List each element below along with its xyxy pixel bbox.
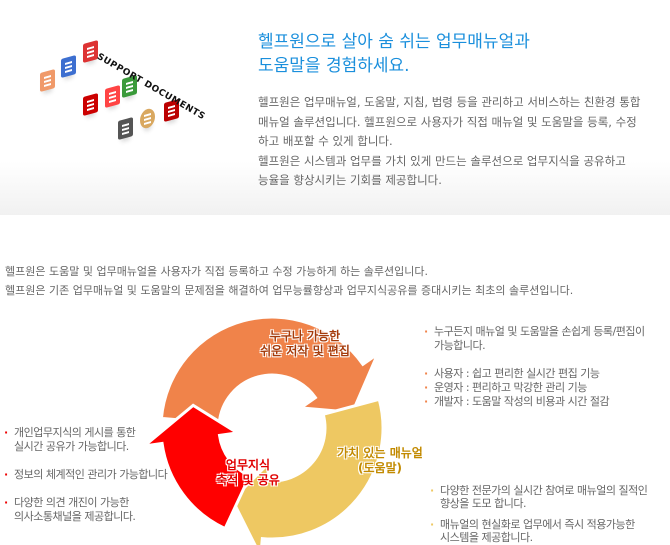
note-item: ·개발자 : 도움말 작성의 비용과 시간 절감 xyxy=(424,395,610,408)
desc-line: 능율을 향상시키는 기회를 제공합니다. xyxy=(258,173,442,187)
cycle-label-top: 누구나 가능한 쉬운 저작 및 편집 xyxy=(235,329,375,359)
note-line: 사용자 : 쉽고 편리한 실시간 편집 기능 xyxy=(434,367,600,380)
desc-line: 매뉴얼 솔루션입니다. 헬프원으로 사용자가 직접 매뉴얼 및 도움말을 등록,… xyxy=(258,114,637,129)
hero-description: 헬프원은 업무매뉴얼, 도움말, 지침, 법령 등을 관리하고 서비스하는 친환… xyxy=(258,93,668,191)
intro-text: 헬프원은 도움말 및 업무매뉴얼을 사용자가 직접 등록하고 수정 가능하게 하… xyxy=(5,262,573,300)
note-line: 누구든지 매뉴얼 및 도움말을 손쉽게 등록/편집이 xyxy=(434,325,645,338)
title-line: 헬프원으로 살아 숨 쉬는 업무매뉴얼과 xyxy=(258,32,530,52)
label-line: (도움말) xyxy=(357,461,403,475)
label-line: 쉬운 저작 및 편집 xyxy=(260,344,350,358)
note-line: 실시간 공유가 가능합니다. xyxy=(14,440,129,453)
cycle-arrow-left xyxy=(139,403,252,531)
note-line: 개인업무지식의 게시를 통한 xyxy=(14,426,136,439)
desc-line: 헬프원은 시스템과 업무를 가치 있게 만드는 솔루션으로 업무지식을 공유하고 xyxy=(258,153,626,168)
note-line: 개발자 : 도움말 작성의 비용과 시간 절감 xyxy=(434,395,610,408)
cycle-label-right: 가치 있는 매뉴얼 (도움말) xyxy=(330,446,430,476)
note-line: 다양한 의견 개진이 가능한 xyxy=(14,496,129,509)
cycle-label-left: 업무지식 축적 및 공유 xyxy=(210,458,286,488)
note-line: 정보의 체계적인 관리가 가능합니다 xyxy=(14,468,168,481)
hero-banner: SUPPORT DOCUMENTS 헬프원으로 살아 숨 쉬는 업무매뉴얼과 도… xyxy=(0,0,670,215)
note-line: 의사소통채널을 제공합니다. xyxy=(14,510,136,523)
title-line: 도움말을 경험하세요. xyxy=(258,56,410,76)
note-line: 가능합니다. xyxy=(434,339,486,352)
note-line: 매뉴얼의 현실화로 업무에서 즉시 적용가능한 xyxy=(440,518,635,531)
note-line: 다양한 전문가의 실시간 참여로 매뉴얼의 질적인 xyxy=(440,484,648,497)
desc-line: 헬프원은 업무매뉴얼, 도움말, 지침, 법령 등을 관리하고 서비스하는 친환… xyxy=(258,95,641,109)
note-line: 향상을 도모 합니다. xyxy=(440,497,526,510)
cycle-arrow-top xyxy=(159,315,382,426)
desc-line: 하고 배포할 수 있게 합니다. xyxy=(258,134,393,148)
note-line: 운영자 : 편리하고 막강한 관리 기능 xyxy=(434,381,587,394)
label-line: 누구나 가능한 xyxy=(269,329,341,343)
label-line: 업무지식 xyxy=(225,458,271,472)
note-item: ·정보의 체계적인 관리가 가능합니다 xyxy=(4,468,168,481)
note-item: ·사용자 : 쉽고 편리한 실시간 편집 기능 xyxy=(424,367,600,380)
label-line: 가치 있는 매뉴얼 xyxy=(337,446,423,460)
intro-line: 헬프원은 도움말 및 업무매뉴얼을 사용자가 직접 등록하고 수정 가능하게 하… xyxy=(5,265,429,278)
cycle-arrow-right xyxy=(230,397,385,545)
label-line: 축적 및 공유 xyxy=(216,473,280,487)
intro-line: 헬프원은 기존 업무매뉴얼 및 도움말의 문제점을 해결하여 업무능률향상과 업… xyxy=(5,284,574,297)
note-line: 시스템을 제공합니다. xyxy=(440,531,533,544)
hero-title: 헬프원으로 살아 숨 쉬는 업무매뉴얼과 도움말을 경험하세요. xyxy=(258,30,530,78)
note-item: ·운영자 : 편리하고 막강한 관리 기능 xyxy=(424,381,587,394)
